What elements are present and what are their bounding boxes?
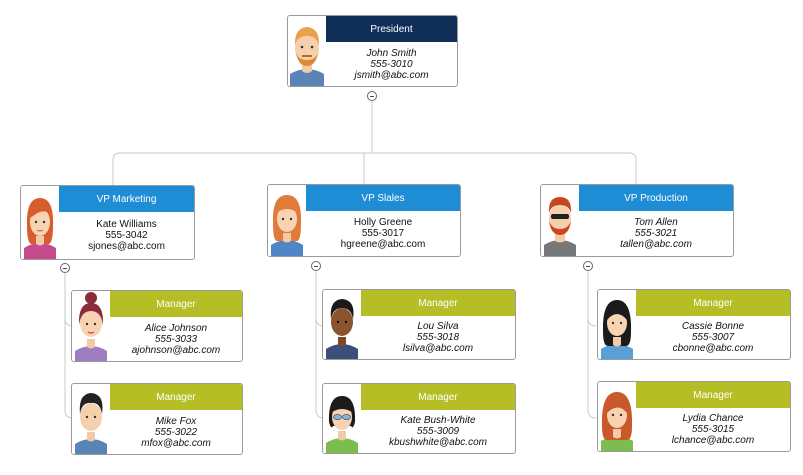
vp-marketing-collapse-toggle[interactable] [60, 263, 70, 273]
manager-alice-phone: 555-3033 [154, 333, 198, 345]
manager-kate-email: kbushwhite@abc.com [389, 437, 487, 448]
man-dark-hair-icon [72, 384, 110, 454]
woman-red-hair-icon [21, 186, 59, 259]
vp-production-header: VP Production [579, 185, 733, 211]
vp-card-sales[interactable]: VP Slales Holly Greene 555-3017 hgreene@… [267, 184, 461, 257]
vp-card-production[interactable]: VP Production Tom Allen 555-3021 tallen@… [540, 184, 734, 257]
manager-cassie-title: Manager [693, 297, 733, 309]
man-beard-icon [288, 16, 326, 86]
vp-sales-details: Holly Greene 555-3017 hgreene@abc.com [306, 211, 460, 256]
manager-mike-name: Mike Fox [155, 415, 197, 427]
manager-mike-email: mfox@abc.com [141, 437, 211, 449]
manager-cassie-name: Cassie Bonne [681, 321, 745, 332]
vp-production-email: tallen@abc.com [620, 239, 692, 250]
manager-kate-header: Manager [361, 384, 515, 410]
manager-mike-phone: 555-3022 [154, 426, 198, 438]
manager-kate-phone: 555-3009 [416, 426, 460, 437]
vp-sales-collapse-toggle[interactable] [311, 261, 321, 271]
vp-production-title: VP Production [624, 192, 688, 204]
president-title: President [370, 23, 413, 35]
manager-lydia-title: Manager [693, 389, 733, 401]
vp-marketing-title: VP Marketing [96, 193, 157, 205]
vp-marketing-header: VP Marketing [59, 186, 194, 212]
connector-production-managers [587, 270, 597, 419]
president-email: jsmith@abc.com [354, 69, 429, 81]
manager-kate-name: Kate Bush-White [400, 415, 476, 426]
man-dark-skin-icon [323, 290, 361, 359]
manager-alice-name: Alice Johnson [144, 322, 208, 334]
vp-sales-name: Holly Greene [353, 217, 413, 228]
vp-production-collapse-toggle[interactable] [583, 261, 593, 271]
woman-orange-hair-icon [268, 185, 306, 256]
manager-alice-email: ajohnson@abc.com [131, 344, 221, 356]
president-phone: 555-3010 [370, 58, 413, 70]
vp-sales-email: hgreene@abc.com [340, 239, 426, 250]
vp-marketing-phone: 555-3042 [105, 230, 148, 241]
vp-sales-title: VP Slales [361, 192, 405, 204]
manager-mike-title: Manager [156, 391, 196, 403]
vp-production-name: Tom Allen [634, 217, 678, 228]
manager-mike-header: Manager [110, 384, 242, 410]
manager-lydia-email: lchance@abc.com [671, 435, 755, 446]
woman-bun-icon [72, 291, 110, 361]
manager-cassie-details: Cassie Bonne 555-3007 cbonne@abc.com [636, 316, 790, 359]
connector-vp-bus [112, 152, 637, 186]
president-details: John Smith 555-3010 jsmith@abc.com [326, 42, 457, 86]
manager-lou-name: Lou Silva [417, 321, 459, 332]
manager-lydia-name: Lydia Chance [682, 413, 744, 424]
manager-alice-title: Manager [156, 298, 196, 310]
vp-sales-header: VP Slales [306, 185, 460, 211]
manager-lou-header: Manager [361, 290, 515, 316]
president-title-header: President [326, 16, 457, 42]
manager-lou-email: lsilva@abc.com [402, 343, 474, 354]
vp-sales-phone: 555-3017 [361, 228, 405, 239]
vp-marketing-details: Kate Williams 555-3042 sjones@abc.com [59, 212, 194, 259]
vp-marketing-name: Kate Williams [96, 219, 157, 230]
president-name: John Smith [366, 47, 417, 59]
manager-card-lydia-chance[interactable]: Manager Lydia Chance 555-3015 lchance@ab… [597, 381, 791, 452]
manager-lydia-details: Lydia Chance 555-3015 lchance@abc.com [636, 408, 790, 451]
manager-mike-details: Mike Fox 555-3022 mfox@abc.com [110, 410, 242, 454]
president-card[interactable]: President John Smith 555-3010 jsmith@abc… [287, 15, 458, 87]
manager-cassie-header: Manager [636, 290, 790, 316]
manager-card-lou-silva[interactable]: Manager Lou Silva 555-3018 lsilva@abc.co… [322, 289, 516, 360]
manager-cassie-phone: 555-3007 [691, 332, 735, 343]
manager-card-kate-bush-white[interactable]: Manager Kate Bush-White 555-3009 kbushwh… [322, 383, 516, 454]
woman-black-hair-icon [598, 290, 636, 359]
manager-alice-header: Manager [110, 291, 242, 317]
manager-cassie-email: cbonne@abc.com [672, 343, 754, 354]
vp-card-marketing[interactable]: VP Marketing Kate Williams 555-3042 sjon… [20, 185, 195, 260]
manager-card-alice-johnson[interactable]: Manager Alice Johnson 555-3033 ajohnson@… [71, 290, 243, 362]
manager-card-cassie-bonne[interactable]: Manager Cassie Bonne 555-3007 cbonne@abc… [597, 289, 791, 360]
vp-production-phone: 555-3021 [634, 228, 678, 239]
vp-marketing-email: sjones@abc.com [88, 241, 165, 252]
woman-auburn-hair-icon [598, 382, 636, 451]
manager-lydia-phone: 555-3015 [691, 424, 735, 435]
manager-alice-details: Alice Johnson 555-3033 ajohnson@abc.com [110, 317, 242, 361]
woman-glasses-icon [323, 384, 361, 453]
manager-lydia-header: Manager [636, 382, 790, 408]
manager-card-mike-fox[interactable]: Manager Mike Fox 555-3022 mfox@abc.com [71, 383, 243, 455]
manager-kate-title: Manager [418, 391, 458, 403]
manager-lou-details: Lou Silva 555-3018 lsilva@abc.com [361, 316, 515, 359]
president-collapse-toggle[interactable] [367, 91, 377, 101]
man-sunglasses-icon [541, 185, 579, 256]
vp-production-details: Tom Allen 555-3021 tallen@abc.com [579, 211, 733, 256]
manager-kate-details: Kate Bush-White 555-3009 kbushwhite@abc.… [361, 410, 515, 453]
manager-lou-phone: 555-3018 [416, 332, 460, 343]
manager-lou-title: Manager [418, 297, 458, 309]
